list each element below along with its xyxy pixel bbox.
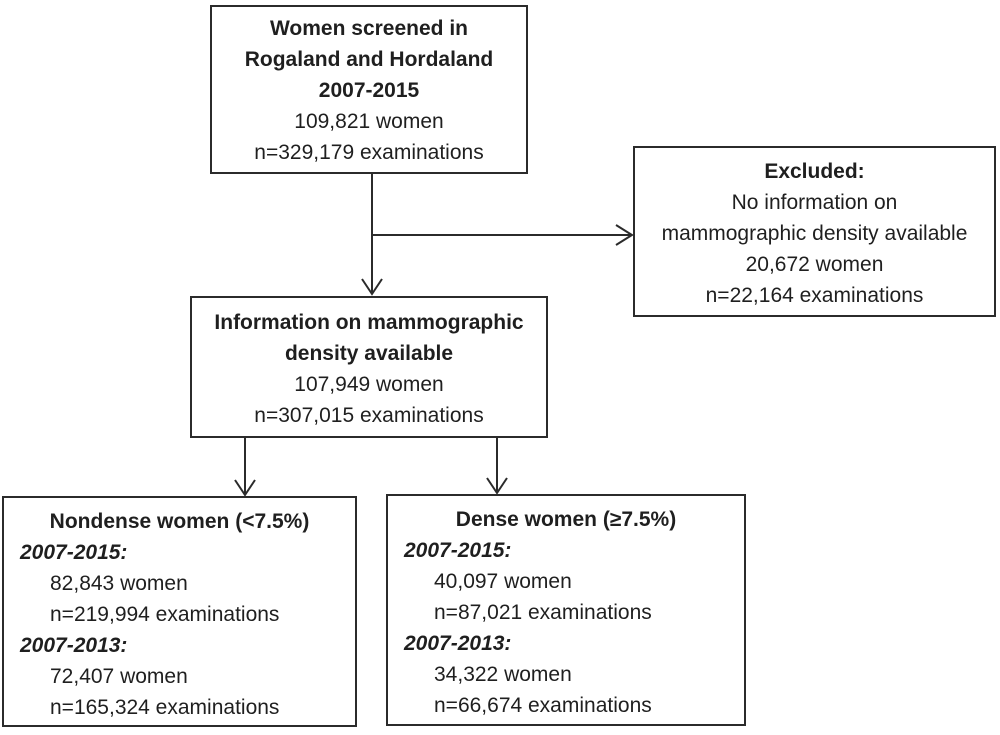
- period-label: 2007-2013:: [20, 634, 128, 657]
- stat-women: 107,949 women: [294, 373, 444, 396]
- period-label: 2007-2015:: [20, 541, 128, 564]
- stat-examinations: n=307,015 examinations: [254, 404, 484, 427]
- arrow-branch-to-excluded: [372, 224, 634, 246]
- stat-examinations: n=22,164 examinations: [705, 284, 924, 307]
- stat-examinations: n=329,179 examinations: [254, 141, 484, 164]
- stat-examinations: n=165,324 examinations: [50, 696, 280, 719]
- arrowhead-down-icon: [234, 479, 256, 497]
- stat-women: 20,672 women: [745, 253, 884, 276]
- stat-examinations: n=87,021 examinations: [434, 601, 652, 624]
- box-density-available: Information on mammographic density avai…: [190, 296, 548, 438]
- arrow-screened-to-density: [361, 174, 383, 296]
- stat-examinations: n=66,674 examinations: [434, 694, 652, 717]
- exclusion-reason-line: mammographic density available: [661, 222, 968, 245]
- arrow-density-to-nondense: [234, 438, 256, 497]
- stat-examinations: n=219,994 examinations: [50, 603, 280, 626]
- arrowhead-down-icon: [486, 477, 508, 495]
- exclusion-reason-line: No information on: [731, 191, 898, 214]
- stat-women: 34,322 women: [434, 663, 572, 686]
- box-title-line: Women screened in: [269, 17, 468, 40]
- arrowhead-down-icon: [361, 278, 383, 296]
- box-title-line: Nondense women (<7.5%): [49, 510, 310, 533]
- box-title-line: Excluded:: [764, 160, 865, 183]
- box-title-line: Dense women (≥7.5%): [455, 508, 677, 531]
- stat-women: 40,097 women: [434, 570, 572, 593]
- stat-women: 82,843 women: [50, 572, 188, 595]
- box-women-screened: Women screened in Rogaland and Hordaland…: [210, 5, 528, 174]
- stat-women: 109,821 women: [294, 110, 444, 133]
- box-title-line: Rogaland and Hordaland: [244, 48, 494, 71]
- box-title-line: 2007-2015: [318, 79, 420, 102]
- arrow-density-to-dense: [486, 438, 508, 495]
- box-title-line: Information on mammographic: [214, 311, 524, 334]
- arrowhead-right-icon: [615, 224, 634, 246]
- period-label: 2007-2015:: [404, 539, 512, 562]
- box-nondense-women: Nondense women (<7.5%) 2007-2015: 82,843…: [2, 496, 357, 727]
- box-dense-women: Dense women (≥7.5%) 2007-2015: 40,097 wo…: [386, 494, 746, 726]
- period-label: 2007-2013:: [404, 632, 512, 655]
- box-title-line: density available: [284, 342, 454, 365]
- box-excluded: Excluded: No information on mammographic…: [633, 146, 996, 317]
- stat-women: 72,407 women: [50, 665, 188, 688]
